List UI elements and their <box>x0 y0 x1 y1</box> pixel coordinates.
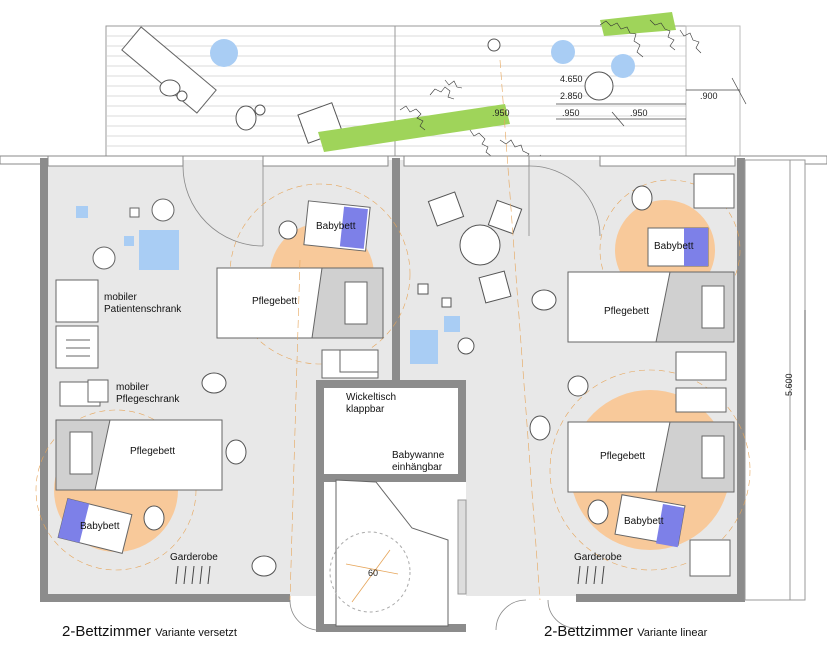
caption-right-variant: Variante linear <box>637 627 708 639</box>
right-room-furniture <box>410 59 751 601</box>
label-babybett-right-upper: Babybett <box>654 241 694 252</box>
dimension-2850: 2.850 <box>560 91 583 101</box>
entrance-doors <box>289 599 577 631</box>
caption-left-variant: Variante versetzt <box>155 627 237 639</box>
planter-left <box>210 39 238 67</box>
label-wickeltisch: Wickeltisch klappbar <box>346 392 396 416</box>
label-pflegebett-right-upper: Pflegebett <box>604 306 650 317</box>
label-pflegebett-right-lower: Pflegebett <box>600 451 646 462</box>
label-mobiler-patientenschrank: mobiler Patientenschrank <box>104 292 181 316</box>
label-babybett-left-upper: Babybett <box>316 221 356 232</box>
balcony-dimension-lines <box>556 77 747 127</box>
dimension-4650: 4.650 <box>560 74 583 84</box>
label-pflegebett-left-upper: Pflegebett <box>252 296 298 307</box>
label-line: Wickeltisch <box>346 392 397 403</box>
label-line: mobiler <box>104 292 137 303</box>
dimension-950-b: .950 <box>630 108 648 118</box>
label-babywanne: Babywanne einhängbar <box>392 450 444 474</box>
label-line: Babywanne <box>392 450 445 461</box>
dimension-60: 60 <box>368 568 379 578</box>
label-babybett-left-lower: Babybett <box>80 521 120 532</box>
label-babybett-right-lower: Babybett <box>624 516 664 527</box>
lounger <box>121 26 217 114</box>
dimension-900: .900 <box>700 91 718 101</box>
label-line: Patientenschrank <box>104 304 182 315</box>
label-line: einhängbar <box>392 462 443 473</box>
left-room-furniture <box>35 183 411 601</box>
balcony-table <box>584 71 614 101</box>
dimension-5600: 5.600 <box>784 373 794 396</box>
planter-right <box>611 54 635 78</box>
balcony-person-3 <box>487 38 501 52</box>
label-pflegebett-left-lower: Pflegebett <box>130 446 176 457</box>
windows <box>47 155 736 167</box>
label-garderobe-left: Garderobe <box>170 552 218 563</box>
bathroom <box>316 380 467 632</box>
dimension-950-a: .950 <box>562 108 580 118</box>
planter-mid <box>551 40 575 64</box>
label-garderobe-right: Garderobe <box>574 552 622 563</box>
caption-right-title: 2-Bettzimmer <box>544 623 634 640</box>
planting-strip-top <box>600 12 676 36</box>
label-mobiler-pflegeschrank: mobiler Pflegeschrank <box>116 382 179 406</box>
balcony-person-1 <box>159 79 188 102</box>
caption-left-title: 2-Bettzimmer <box>62 623 152 640</box>
label-line: klappbar <box>346 404 385 415</box>
door-swings <box>182 165 601 247</box>
balcony-person-2 <box>235 104 266 131</box>
label-line: Pflegeschrank <box>116 394 180 405</box>
dimension-950-c: .950 <box>492 108 510 118</box>
label-line: mobiler <box>116 382 149 393</box>
planting-strip <box>318 104 510 152</box>
